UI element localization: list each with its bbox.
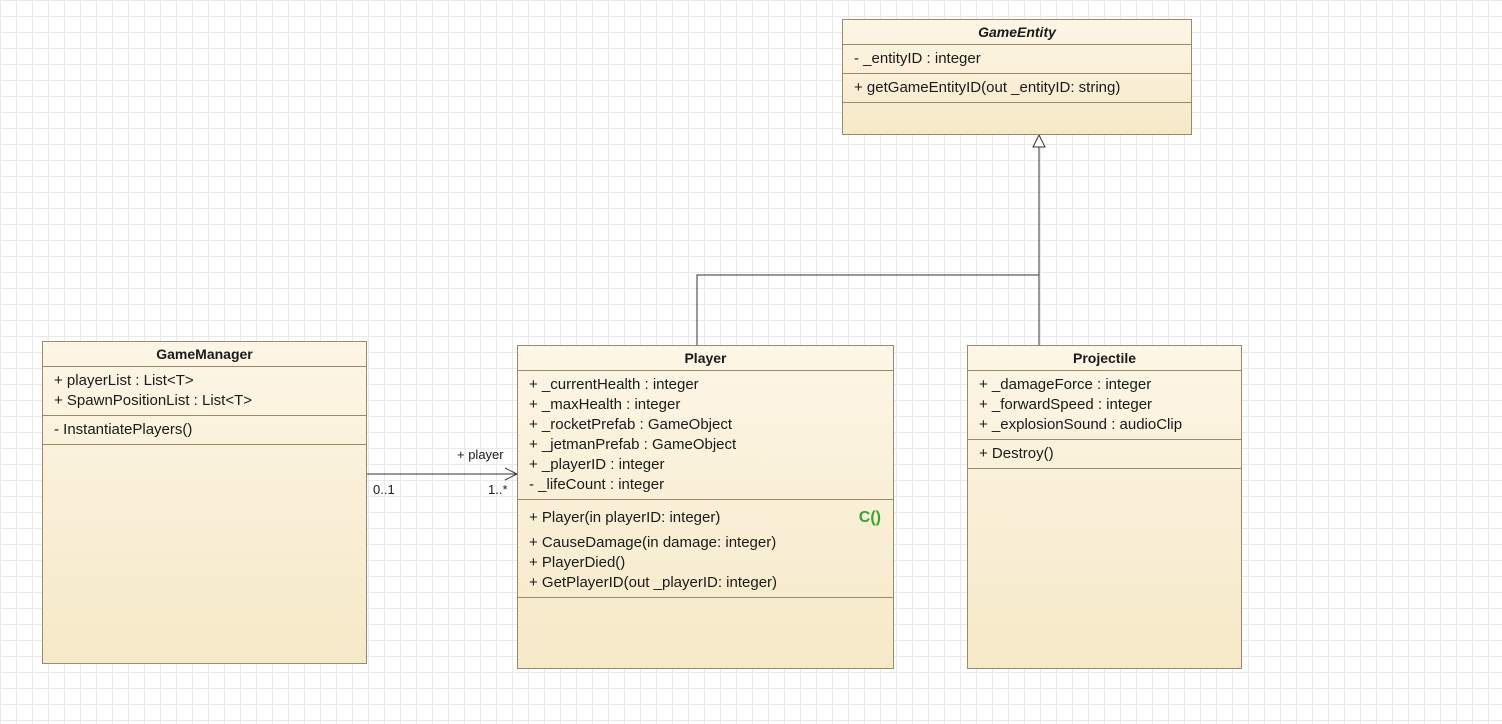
attribute: - _entityID : integer <box>854 50 981 67</box>
association-role-label: + player <box>457 447 504 462</box>
attributes-compartment: - _entityID : integer <box>843 45 1191 74</box>
class-player[interactable]: Player + _currentHealth : integer + _max… <box>517 345 894 669</box>
attributes-compartment: + _currentHealth : integer + _maxHealth … <box>518 371 893 500</box>
operation: + PlayerDied() <box>529 554 626 571</box>
attribute: + _rocketPrefab : GameObject <box>529 416 733 433</box>
attribute: + _damageForce : integer <box>979 376 1152 393</box>
attribute: + SpawnPositionList : List<T> <box>54 392 253 409</box>
attribute: + _jetmanPrefab : GameObject <box>529 436 737 453</box>
class-name: GameManager <box>43 342 366 367</box>
operation: - InstantiatePlayers() <box>54 421 193 438</box>
class-name: GameEntity <box>843 20 1191 45</box>
generalization-player[interactable] <box>696 274 1039 345</box>
operation: + CauseDamage(in damage: integer) <box>529 534 777 551</box>
class-name: Player <box>518 346 893 371</box>
constructor-operation: + Player(in playerID: integer) C() <box>529 508 893 528</box>
operations-compartment: + Destroy() <box>968 440 1241 469</box>
operations-compartment: - InstantiatePlayers() <box>43 416 366 445</box>
attribute: + _explosionSound : audioClip <box>979 416 1183 433</box>
attribute: - _lifeCount : integer <box>529 476 665 493</box>
source-multiplicity-label: 0..1 <box>373 482 395 497</box>
attributes-compartment: + playerList : List<T> + SpawnPositionLi… <box>43 367 366 416</box>
attributes-compartment: + _damageForce : integer + _forwardSpeed… <box>968 371 1241 440</box>
class-game-manager[interactable]: GameManager + playerList : List<T> + Spa… <box>42 341 367 664</box>
attribute: + _currentHealth : integer <box>529 376 699 393</box>
class-game-entity[interactable]: GameEntity - _entityID : integer + getGa… <box>842 19 1192 135</box>
attribute: + _maxHealth : integer <box>529 396 681 413</box>
operations-compartment: + getGameEntityID(out _entityID: string) <box>843 74 1191 103</box>
attribute: + playerList : List<T> <box>54 372 194 389</box>
class-projectile[interactable]: Projectile + _damageForce : integer + _f… <box>967 345 1242 669</box>
operation: + GetPlayerID(out _playerID: integer) <box>529 574 778 591</box>
constructor-icon: C() <box>858 509 881 526</box>
class-name: Projectile <box>968 346 1241 371</box>
constructor-signature: + Player(in playerID: integer) <box>529 509 721 526</box>
operation: + Destroy() <box>979 445 1054 462</box>
inheritance-arrowhead <box>1032 133 1046 148</box>
target-multiplicity-label: 1..* <box>488 482 508 497</box>
attribute: + _forwardSpeed : integer <box>979 396 1153 413</box>
operations-compartment: + Player(in playerID: integer) C() + Cau… <box>518 500 893 598</box>
attribute: + _playerID : integer <box>529 456 665 473</box>
operation: + getGameEntityID(out _entityID: string) <box>854 79 1121 96</box>
